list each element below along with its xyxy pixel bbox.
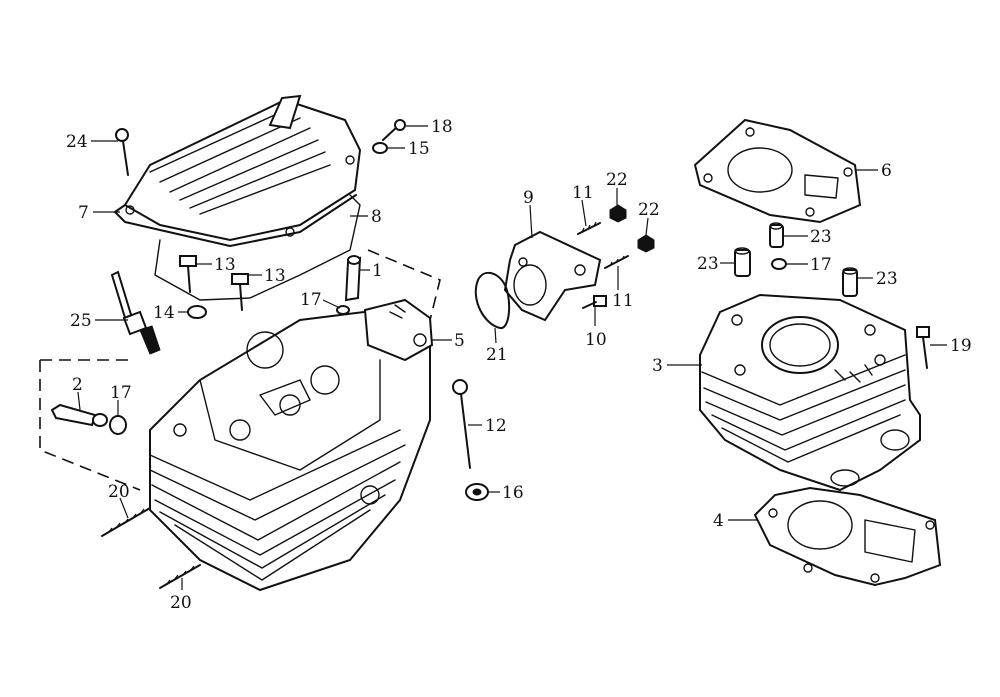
- callout-10: 10: [585, 330, 607, 350]
- callout-6: 6: [881, 161, 892, 181]
- callout-2: 2: [72, 375, 83, 395]
- callout-23a: 23: [810, 227, 832, 247]
- callout-1: 1: [372, 261, 383, 281]
- callout-21: 21: [486, 345, 508, 365]
- callout-5: 5: [454, 331, 465, 351]
- spark-plug: [110, 270, 161, 355]
- stud-11a: [577, 221, 601, 235]
- callout-15: 15: [408, 139, 430, 159]
- callout-17c: 17: [810, 255, 832, 275]
- dowel-23b: [734, 247, 751, 277]
- stud-2: [50, 403, 108, 427]
- callout-3: 3: [652, 356, 663, 376]
- callout-20b: 20: [170, 593, 192, 613]
- callout-17a: 17: [300, 290, 322, 310]
- bolt-19: [916, 326, 930, 369]
- head-gasket: [693, 118, 862, 224]
- bolt-10: [582, 295, 607, 309]
- bolt-24: [115, 128, 129, 176]
- intake-gasket: [474, 271, 511, 329]
- callout-16: 16: [502, 483, 524, 503]
- stud-20b: [159, 564, 201, 589]
- nut-22a: [609, 204, 627, 223]
- cylinder: [699, 293, 921, 492]
- callout-labels: 24 18 15 7 8 13 13 1 25 14 17 5 2 17 20 …: [66, 117, 972, 613]
- o-ring-17b: [109, 415, 127, 435]
- leader-lines: [77, 125, 947, 590]
- callout-24: 24: [66, 132, 88, 152]
- nut-22b: [637, 234, 655, 253]
- cover-gasket: [154, 194, 361, 301]
- stud-1: [344, 255, 362, 302]
- o-ring-17c: [771, 258, 787, 270]
- dowel-23c: [842, 267, 858, 297]
- assembly-outline: [39, 249, 441, 491]
- callout-8: 8: [371, 207, 382, 227]
- callout-22a: 22: [606, 170, 628, 190]
- callout-4: 4: [713, 511, 724, 531]
- callout-18: 18: [431, 117, 453, 137]
- callout-23b: 23: [697, 254, 719, 274]
- washer-16: [465, 483, 489, 501]
- washer-15: [372, 142, 388, 154]
- callout-13b: 13: [264, 266, 286, 286]
- stud-20a: [101, 507, 151, 537]
- bolt-18: [382, 119, 406, 141]
- callout-11a: 11: [572, 183, 594, 203]
- callout-25: 25: [70, 311, 92, 331]
- callout-17b: 17: [110, 383, 132, 403]
- callout-19: 19: [950, 336, 972, 356]
- washer-14: [187, 305, 207, 319]
- cylinder-head: [149, 298, 434, 592]
- callout-13a: 13: [214, 255, 236, 275]
- callout-20a: 20: [108, 482, 130, 502]
- stud-11b: [604, 255, 629, 269]
- callout-9: 9: [523, 188, 534, 208]
- callout-12: 12: [485, 416, 507, 436]
- bolt-13b: [231, 273, 249, 311]
- callout-11b: 11: [612, 291, 634, 311]
- callout-22b: 22: [638, 200, 660, 220]
- base-gasket: [753, 486, 942, 587]
- callout-14: 14: [153, 303, 175, 323]
- intake-pipe: [503, 230, 602, 322]
- cylinder-head-cover: [114, 94, 362, 247]
- bolt-13a: [179, 255, 197, 293]
- dowel-23a: [769, 222, 784, 248]
- callout-23c: 23: [876, 269, 898, 289]
- callout-7: 7: [78, 203, 89, 223]
- bolt-12: [452, 379, 471, 469]
